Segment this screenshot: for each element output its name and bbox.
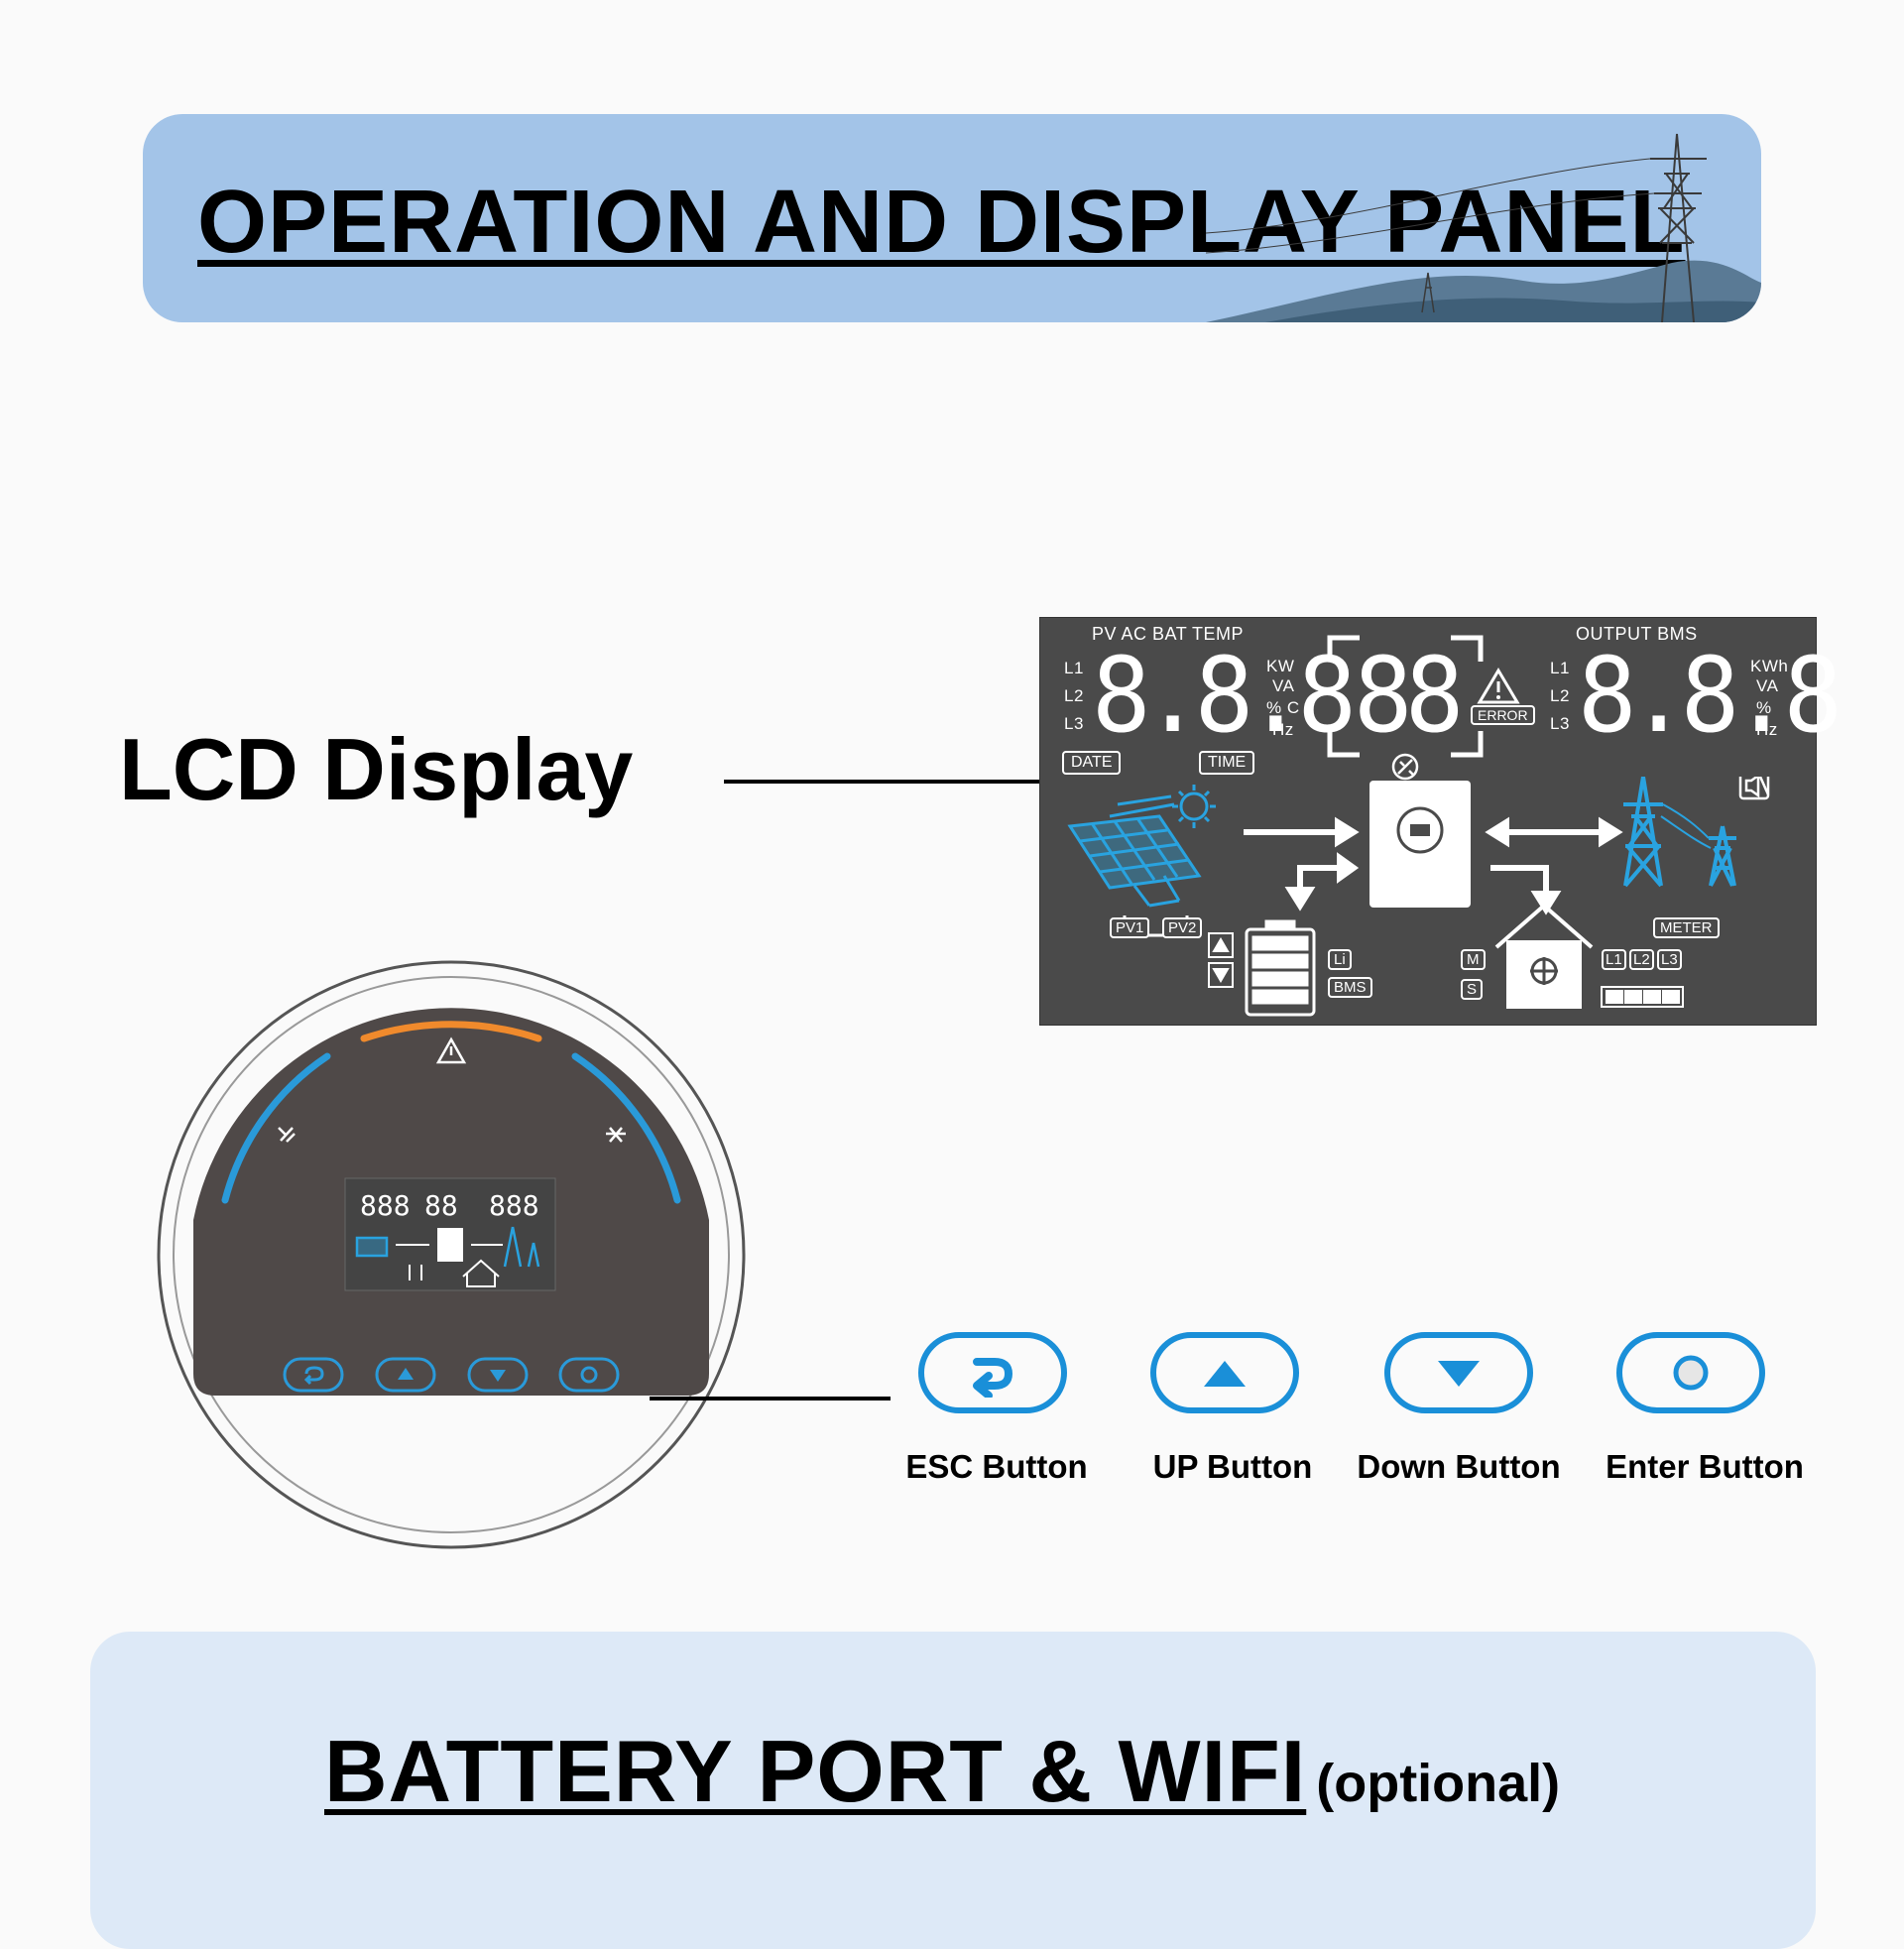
phase-l3-label: L3 — [1064, 714, 1084, 733]
wrench-icon — [1391, 753, 1419, 781]
svg-text:88: 88 — [424, 1189, 458, 1222]
down-button[interactable] — [1384, 1332, 1533, 1413]
pv1-tag: PV1 — [1110, 917, 1150, 938]
date-tag: DATE — [1062, 751, 1122, 775]
left-unit-kw: KW — [1266, 657, 1295, 675]
left-unit-hz: Hz — [1272, 720, 1294, 739]
return-icon — [973, 1358, 1013, 1398]
right-unit-va: VA — [1756, 676, 1779, 695]
l3-tag: L3 — [1657, 949, 1682, 970]
mute-icon — [1738, 777, 1770, 800]
bms-tag: BMS — [1328, 977, 1372, 998]
right-unit-kwh: KWh — [1750, 657, 1789, 675]
svg-text:888: 888 — [489, 1189, 539, 1222]
header-banner: OPERATION AND DISPLAY PANEL — [143, 114, 1761, 322]
solar-panel-icon — [1067, 785, 1216, 908]
m-tag: M — [1461, 949, 1486, 970]
lcd-panel: PV AC BAT TEMP OUTPUT BMS L1 L2 L3 8.8.8… — [1039, 617, 1843, 1026]
battery-icon — [1245, 919, 1316, 1017]
up-button-label: UP Button — [1152, 1448, 1313, 1485]
lcd-top-right-labels: OUTPUT BMS — [1576, 624, 1698, 644]
inverter-icon — [1369, 781, 1471, 908]
lcd-leader-line — [724, 780, 1057, 784]
enter-button-label: Enter Button — [1606, 1448, 1804, 1485]
power-tower-icon — [1623, 777, 1736, 888]
meter-tag: METER — [1653, 917, 1720, 938]
down-triangle-icon — [1438, 1361, 1480, 1387]
middle-seven-segment-digits: 88 — [1354, 635, 1464, 756]
lcd-top-left-labels: PV AC BAT TEMP — [1092, 624, 1245, 644]
warning-icon — [1477, 668, 1520, 704]
footer-subtitle: (optional) — [1316, 1754, 1561, 1813]
right-phase-l1-label: L1 — [1550, 659, 1570, 677]
right-unit-hz: Hz — [1756, 720, 1778, 739]
esc-button-label: ESC Button — [905, 1448, 1088, 1485]
right-unit-percent: % — [1756, 698, 1772, 717]
left-unit-percent-c: % C — [1266, 698, 1300, 717]
right-phase-l2-label: L2 — [1550, 686, 1570, 705]
house-icon — [1494, 903, 1594, 1009]
pv2-tag: PV2 — [1162, 917, 1203, 938]
battery-up-down-icon — [1208, 932, 1234, 988]
li-tag: Li — [1328, 949, 1352, 970]
right-seven-segment-digits: 8.8.8 — [1578, 635, 1843, 756]
l2-tag: L2 — [1629, 949, 1654, 970]
circle-icon — [1673, 1355, 1709, 1391]
l1-tag: L1 — [1602, 949, 1626, 970]
phase-l1-label: L1 — [1064, 659, 1084, 677]
left-unit-va: VA — [1272, 676, 1295, 695]
power-line-landscape-image — [1206, 133, 1761, 322]
footer-title: BATTERY PORT & WIFI — [324, 1722, 1307, 1820]
energy-flow-diagram — [1067, 777, 1770, 1017]
enter-button[interactable] — [1616, 1332, 1765, 1413]
svg-text:888: 888 — [360, 1189, 411, 1222]
down-button-label: Down Button — [1357, 1448, 1561, 1485]
lcd-display-label: LCD Display — [119, 720, 634, 818]
meter-bar-icon — [1601, 986, 1684, 1008]
phase-l2-label: L2 — [1064, 686, 1084, 705]
footer-section — [90, 1632, 1816, 1949]
middle-display-frame — [1327, 635, 1484, 781]
s-tag: S — [1461, 979, 1484, 1000]
buttons-leader-line — [650, 1397, 891, 1401]
error-tag: ERROR — [1471, 705, 1535, 725]
esc-button[interactable] — [918, 1332, 1067, 1413]
left-seven-segment-digits: 8.8.8 — [1092, 635, 1357, 756]
right-phase-l3-label: L3 — [1550, 714, 1570, 733]
up-button[interactable] — [1150, 1332, 1299, 1413]
time-tag: TIME — [1199, 751, 1255, 775]
footer-heading: BATTERY PORT & WIFI(optional) — [324, 1721, 1560, 1822]
up-triangle-icon — [1204, 1361, 1246, 1387]
